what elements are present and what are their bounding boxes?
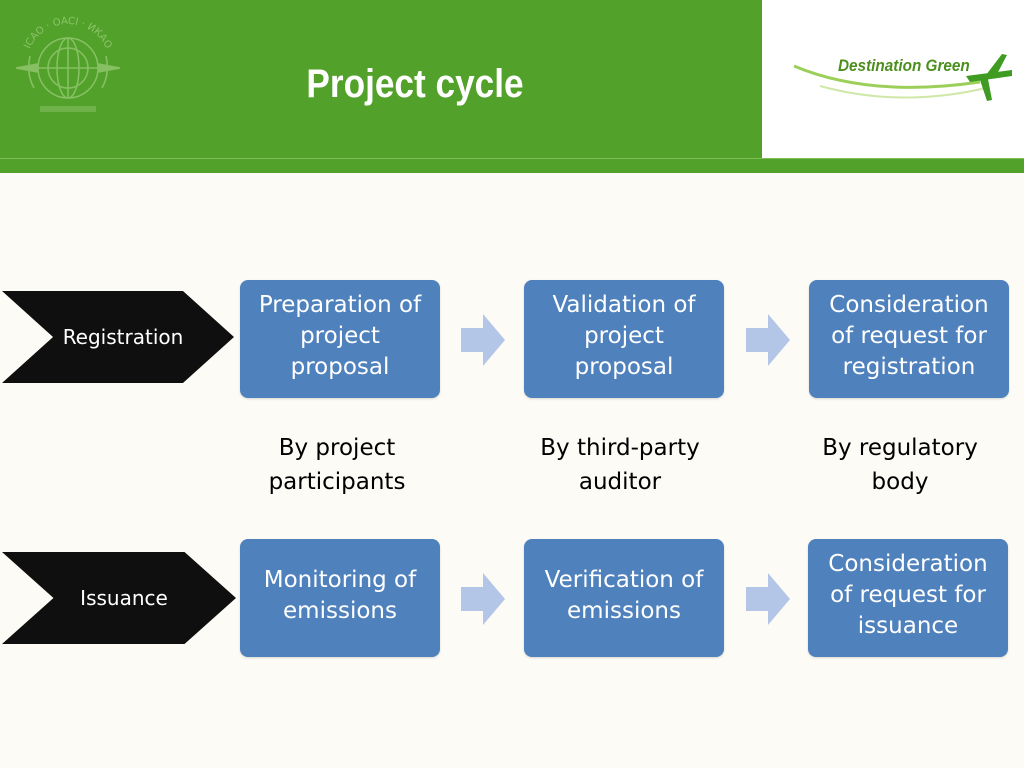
header-divider [0,158,1024,173]
arrow-right-icon [746,314,790,366]
step-label: Consideration of request for issuance [828,551,988,639]
airplane-icon [966,54,1012,101]
stage-issuance: Issuance [2,552,236,644]
page-title: Project cycle [306,62,524,106]
stage-label: Issuance [80,586,168,610]
destination-green-logo [793,54,1012,101]
actor-caption: By regulatory body [822,435,978,495]
step-label: Consideration of request for registratio… [829,292,989,380]
arrow-right-icon [461,573,505,625]
step-label: Validation of project proposal [552,292,696,380]
step-label: Preparation of project proposal [258,292,422,380]
step-registration-request: Consideration of request for registratio… [809,280,1009,398]
arrow-right-icon [461,314,505,366]
step-monitoring: Monitoring of emissions [240,539,440,657]
step-preparation: Preparation of project proposal [240,280,440,398]
step-label: Monitoring of emissions [263,567,417,624]
actor-caption: By project participants [268,435,406,495]
actor-caption: By third-party auditor [540,435,700,495]
header-banner [0,0,762,158]
step-issuance-request: Consideration of request for issuance [808,539,1008,657]
step-verification: Verification of emissions [524,539,724,657]
icao-logo: ICAO · OACI · ИКАО [15,16,121,112]
stage-registration: Registration [2,291,234,383]
arrow-right-icon [746,573,790,625]
step-validation: Validation of project proposal [524,280,724,398]
destination-green-logo-text: Destination Green [838,56,970,75]
step-label: Verification of emissions [544,567,704,624]
stage-label: Registration [62,325,184,349]
